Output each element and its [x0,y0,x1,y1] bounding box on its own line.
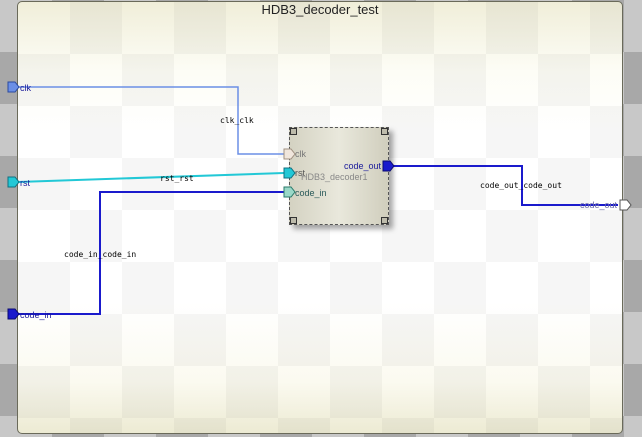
net-label-clk: clk_clk [220,116,254,125]
wire-clk[interactable] [18,86,284,155]
design-canvas[interactable]: HDB3_decoder_test [17,1,623,434]
pin-code-in-icon[interactable] [283,186,296,198]
port-clk-icon[interactable] [7,81,20,93]
pin-label-code-in: code_in [295,188,327,198]
pin-code-out-icon[interactable] [382,160,395,172]
resize-handle-bottom-right[interactable] [381,217,388,224]
net-label-code-in: code_in_code_in [64,250,136,259]
pin-clk-icon[interactable] [283,148,296,160]
port-code-in-icon[interactable] [7,308,20,320]
pin-label-rst: rst [295,168,305,178]
net-label-rst: rst_rst [160,174,194,183]
design-title: HDB3_decoder_test [261,2,379,17]
port-label-rst: rst [20,178,30,188]
wire-code-out[interactable] [394,165,618,206]
instance-name: HDB3_decoder1 [301,172,368,182]
port-rst-icon[interactable] [7,176,20,188]
pin-label-clk: clk [295,149,306,159]
wire-code-in[interactable] [18,191,284,315]
resize-handle-top-left[interactable] [290,128,297,135]
pin-rst-icon[interactable] [283,167,296,179]
resize-handle-top-right[interactable] [381,128,388,135]
wire-rst[interactable] [17,172,285,183]
port-label-code-in: code_in [20,310,52,320]
net-label-code-out: code_out_code_out [480,181,562,190]
pin-label-code-out: code_out [344,161,382,171]
instance-block[interactable] [289,127,389,225]
port-label-code-out: code_out [580,200,618,210]
port-code-out-icon[interactable] [619,199,632,211]
port-label-clk: clk [20,83,31,93]
resize-handle-bottom-left[interactable] [290,217,297,224]
